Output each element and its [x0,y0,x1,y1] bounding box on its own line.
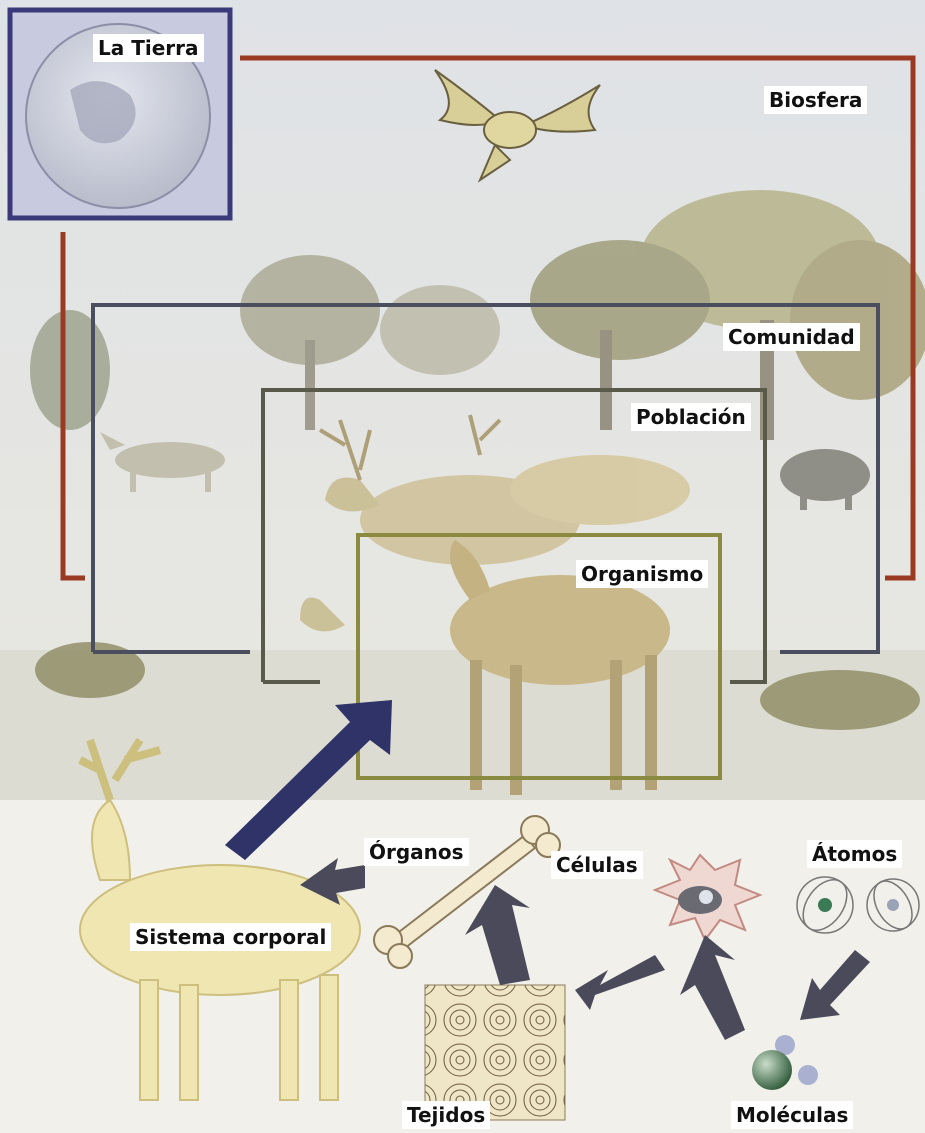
label-celulas: Células [551,851,643,879]
label-atomos: Átomos [807,840,902,868]
label-organos: Órganos [364,838,469,866]
label-biosfera: Biosfera [764,86,867,114]
label-tejidos: Tejidos [402,1101,490,1129]
label-sistema-corporal: Sistema corporal [130,923,331,951]
label-la-tierra: La Tierra [93,34,204,62]
label-organismo: Organismo [576,560,708,588]
tissue-sample [425,985,565,1120]
label-moleculas: Moléculas [731,1101,853,1129]
label-comunidad: Comunidad [723,323,860,351]
label-poblacion: Población [631,403,751,431]
